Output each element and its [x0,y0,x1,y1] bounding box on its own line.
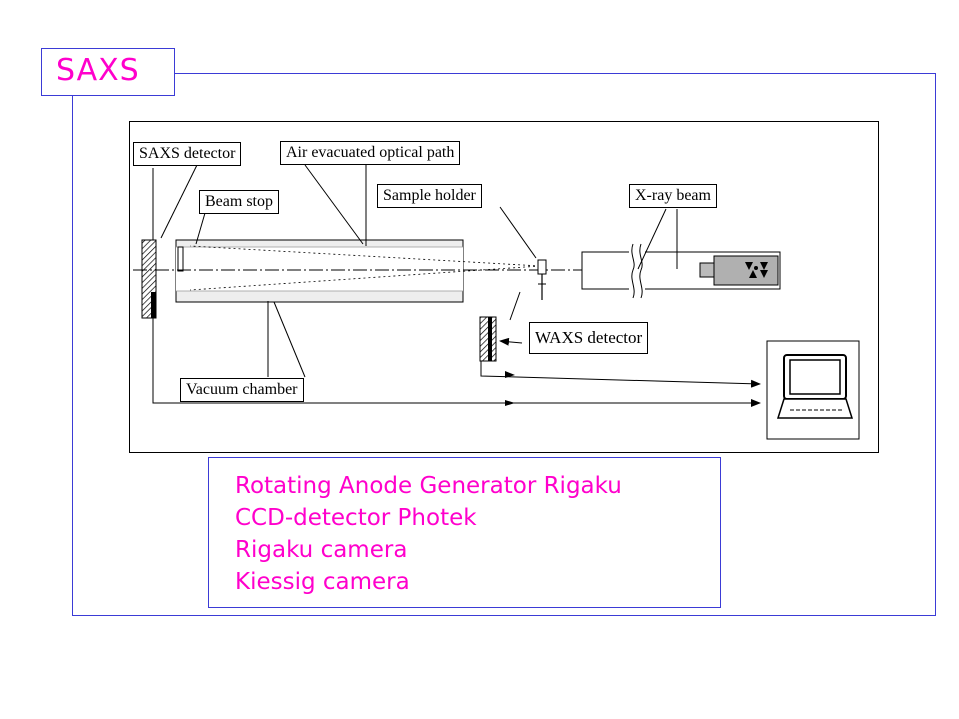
signal-lines [152,318,761,407]
label-beam-stop: Beam stop [199,190,279,214]
slide-frame [72,73,936,616]
radiation-icon [745,262,768,278]
vacuum-chamber [175,239,464,303]
label-xray-beam: X-ray beam [629,184,717,208]
list-item: CCD-detector Photek [235,505,477,531]
beam-stop [177,246,184,272]
label-waxs-detector: WAXS detector [529,322,649,354]
equipment-list: Rotating Anode Generator Rigaku CCD-dete… [208,457,721,608]
page-title: SAXS [56,53,140,88]
scattering-cone [189,245,541,291]
list-item: Kiessig camera [235,569,410,595]
label-vacuum-chamber: Vacuum chamber [180,378,304,402]
computer-icon [766,340,860,440]
list-item: Rigaku camera [235,537,408,563]
saxs-detector [141,239,157,319]
list-item: Rotating Anode Generator Rigaku [235,473,622,499]
label-sample-holder: Sample holder [377,184,482,208]
sample-holder [537,259,547,300]
xray-source [581,243,781,299]
label-saxs-detector: SAXS detector [133,142,242,166]
waxs-detector [479,316,497,362]
leader-lines [152,164,678,378]
title-box: SAXS [41,48,175,96]
label-air-path: Air evacuated optical path [280,141,461,165]
